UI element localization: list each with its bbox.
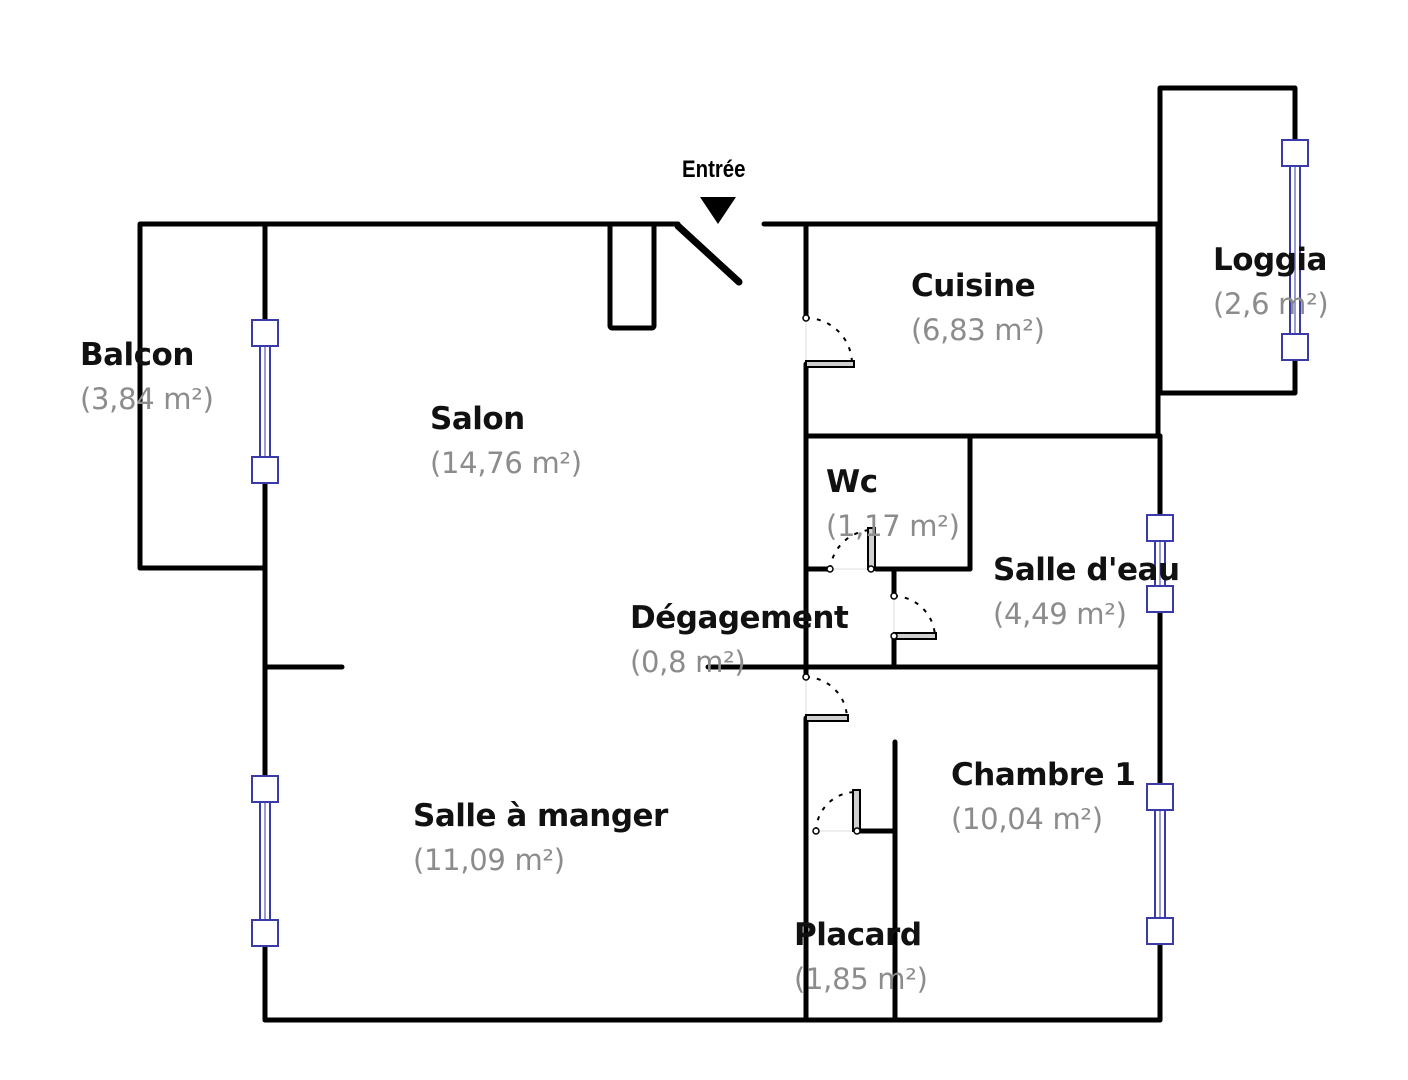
room-name: Placard: [794, 917, 922, 953]
wall-top-left: [137, 221, 681, 571]
room-area: (11,09 m²): [413, 843, 565, 877]
room-area: (1,17 m²): [826, 509, 960, 543]
room-area: (1,85 m²): [794, 962, 928, 996]
walls: [137, 85, 1298, 1023]
doors: [802, 314, 937, 835]
room-label-wc: Wc (1,17 m²): [826, 467, 960, 541]
window-loggia: [1281, 139, 1309, 361]
room-name: Chambre 1: [951, 757, 1136, 793]
room-name: Salle d'eau: [993, 552, 1180, 588]
window-balcon: [251, 319, 279, 484]
window-salle-a-manger: [251, 775, 279, 947]
room-label-salle-deau: Salle d'eau (4,49 m²): [993, 555, 1180, 629]
room-area: (4,49 m²): [993, 597, 1127, 631]
room-area: (14,76 m²): [430, 446, 582, 480]
window-chambre: [1146, 783, 1174, 945]
room-name: Wc: [826, 464, 878, 500]
wall-loggia-bottom: [1157, 357, 1298, 396]
door-wc[interactable]: [826, 527, 876, 573]
window-salle-deau: [1146, 514, 1174, 613]
room-area: (3,84 m²): [80, 382, 214, 416]
entrance-door[interactable]: [674, 197, 743, 286]
room-label-chambre-1: Chambre 1 (10,04 m²): [951, 757, 1136, 836]
pillar: [607, 221, 657, 331]
room-label-loggia: Loggia (2,6 m²): [1213, 242, 1329, 321]
room-area: (0,8 m²): [630, 645, 746, 679]
room-area: (10,04 m²): [951, 802, 1103, 836]
door-cuisine[interactable]: [802, 314, 855, 368]
room-name: Dégagement: [630, 600, 849, 636]
room-label-balcon: Balcon (3,84 m²): [80, 340, 214, 414]
room-label-degagement: Dégagement (0,8 m²): [630, 600, 849, 679]
room-name: Loggia: [1213, 242, 1327, 278]
door-salle-deau[interactable]: [890, 592, 937, 640]
room-name: Salon: [430, 401, 525, 437]
down-triangle-icon: [700, 197, 736, 224]
room-name: Salle à manger: [413, 798, 668, 834]
room-name: Cuisine: [911, 268, 1036, 304]
wall-loggia: [1157, 85, 1298, 395]
room-area: (6,83 m²): [911, 313, 1045, 347]
room-label-salle-a-manger: Salle à manger (11,09 m²): [413, 801, 668, 875]
entrance-label: Entrée: [682, 156, 746, 183]
windows: [251, 139, 1309, 947]
room-name: Balcon: [80, 337, 194, 373]
room-label-cuisine: Cuisine (6,83 m²): [911, 271, 1045, 345]
entrance-door-leaf: [674, 222, 743, 286]
door-chambre[interactable]: [802, 673, 849, 722]
door-placard[interactable]: [812, 789, 861, 835]
room-label-salon: Salon (14,76 m²): [430, 404, 582, 478]
room-label-placard: Placard (1,85 m²): [794, 920, 928, 994]
room-area: (2,6 m²): [1213, 287, 1329, 321]
